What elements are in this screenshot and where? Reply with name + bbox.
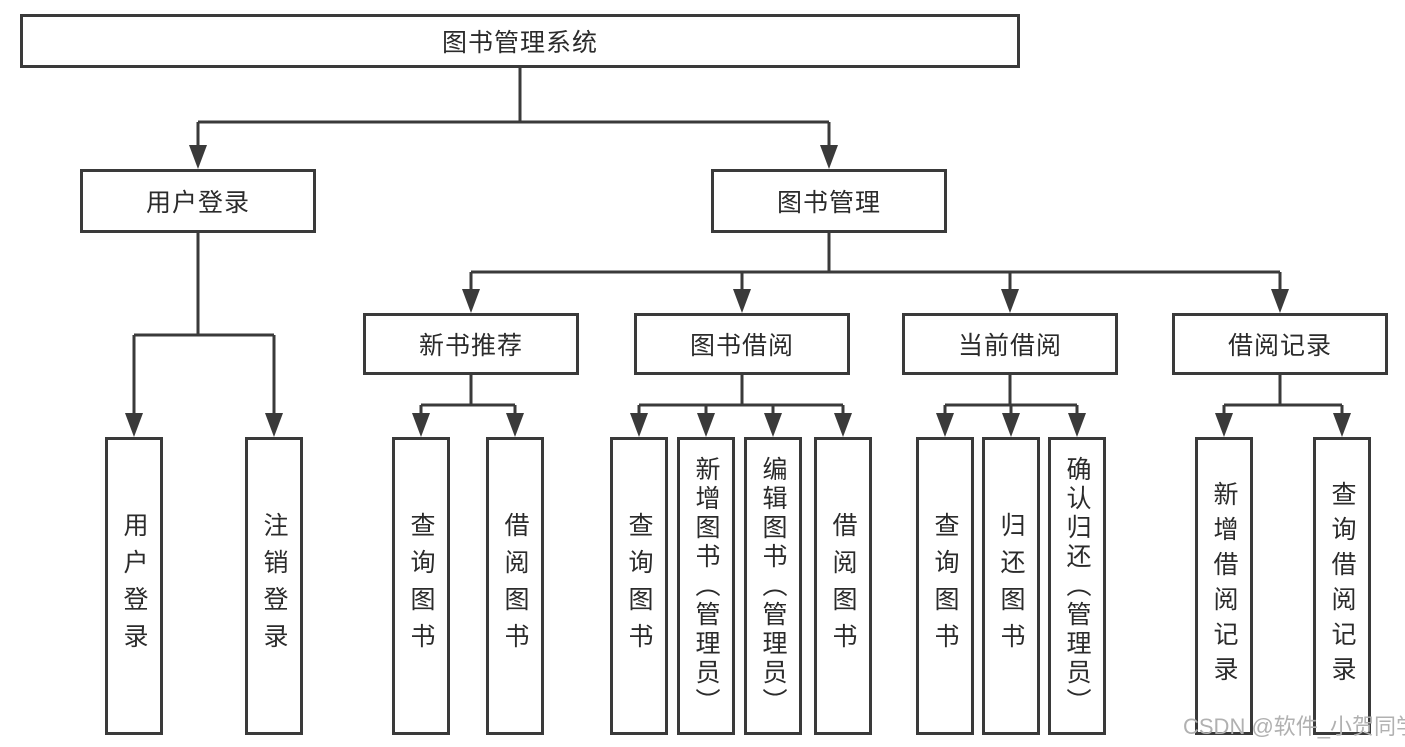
node-book-borrow-label: 图书借阅 <box>689 332 794 360</box>
leaf-add-books-admin-label: 新增图书（管理员） <box>692 455 720 717</box>
leaf-edit-books-admin-label: 编辑图书（管理员） <box>759 455 787 717</box>
leaf-query-books-borrow: 查询图书 <box>610 437 668 735</box>
leaf-query-books-newbooks: 查询图书 <box>392 437 450 735</box>
node-user-login-label: 用户登录 <box>145 189 250 217</box>
node-current-borrow: 当前借阅 <box>902 313 1118 375</box>
leaf-add-borrow-record: 新增借阅记录 <box>1195 437 1253 735</box>
leaf-return-books: 归还图书 <box>982 437 1040 735</box>
leaf-borrow-books-borrow-label: 借阅图书 <box>829 512 857 660</box>
leaf-borrow-books-newbooks-label: 借阅图书 <box>501 512 529 660</box>
leaf-confirm-return-admin-label: 确认归还（管理员） <box>1063 455 1091 717</box>
leaf-confirm-return-admin: 确认归还（管理员） <box>1048 437 1106 735</box>
connector-userlogin-to-leaves <box>125 233 283 437</box>
leaf-user-login: 用户登录 <box>105 437 163 735</box>
connector-bookborrow-to-leaves <box>630 375 852 437</box>
connector-newbooks-to-leaves <box>412 375 524 437</box>
leaf-edit-books-admin: 编辑图书（管理员） <box>744 437 802 735</box>
connector-bookmgmt-to-level3 <box>462 233 1289 313</box>
leaf-add-borrow-record-label: 新增借阅记录 <box>1210 481 1238 691</box>
leaf-query-borrow-record: 查询借阅记录 <box>1313 437 1371 735</box>
leaf-query-books-current: 查询图书 <box>916 437 974 735</box>
node-new-book-recommend: 新书推荐 <box>363 313 579 375</box>
node-user-login: 用户登录 <box>80 169 316 233</box>
node-root-label: 图书管理系统 <box>441 29 598 57</box>
connector-currentborrow-to-leaves <box>936 375 1086 437</box>
node-borrow-records-label: 借阅记录 <box>1227 332 1332 360</box>
node-current-borrow-label: 当前借阅 <box>957 332 1062 360</box>
connector-borrowrecords-to-leaves <box>1215 375 1351 437</box>
csdn-watermark: CSDN @软件_小贺同学 <box>1183 714 1405 739</box>
leaf-logout-login-label: 注销登录 <box>260 512 288 660</box>
leaf-query-borrow-record-label: 查询借阅记录 <box>1328 481 1356 691</box>
node-book-management-label: 图书管理 <box>776 189 881 217</box>
leaf-add-books-admin: 新增图书（管理员） <box>677 437 735 735</box>
leaf-query-books-borrow-label: 查询图书 <box>625 512 653 660</box>
leaf-return-books-label: 归还图书 <box>997 512 1025 660</box>
node-book-borrow: 图书借阅 <box>634 313 850 375</box>
node-borrow-records: 借阅记录 <box>1172 313 1388 375</box>
leaf-query-books-current-label: 查询图书 <box>931 512 959 660</box>
leaf-query-books-newbooks-label: 查询图书 <box>407 512 435 660</box>
leaf-logout-login: 注销登录 <box>245 437 303 735</box>
leaf-borrow-books-borrow: 借阅图书 <box>814 437 872 735</box>
leaf-user-login-label: 用户登录 <box>120 512 148 660</box>
connector-root-to-level2 <box>189 68 838 169</box>
node-book-management: 图书管理 <box>711 169 947 233</box>
node-root: 图书管理系统 <box>20 14 1020 68</box>
leaf-borrow-books-newbooks: 借阅图书 <box>486 437 544 735</box>
node-new-book-recommend-label: 新书推荐 <box>418 332 523 360</box>
